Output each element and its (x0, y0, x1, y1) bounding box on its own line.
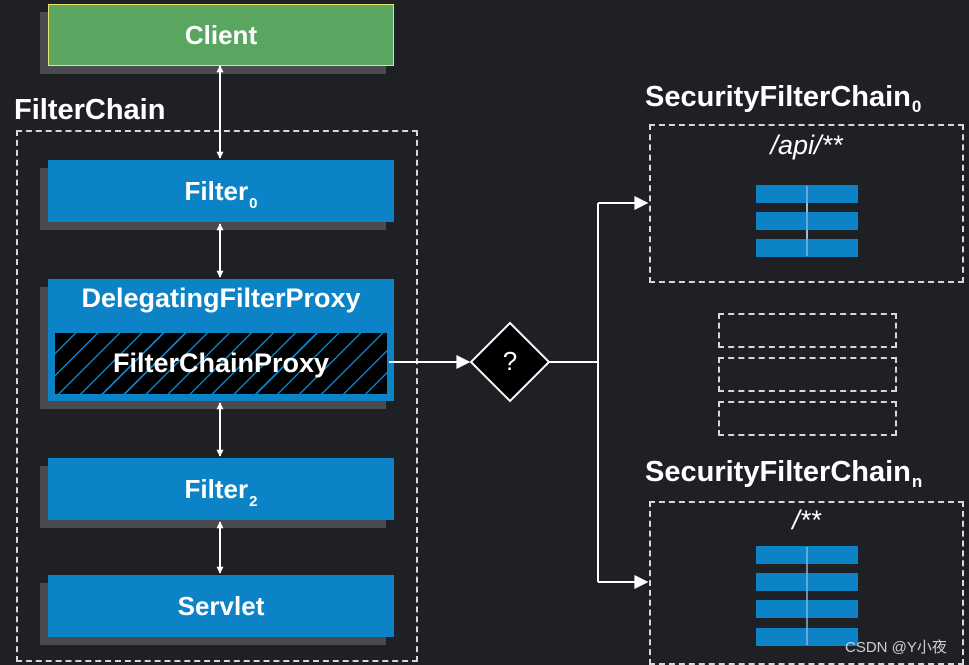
sfc0-title: SecurityFilterChain0 (645, 81, 922, 116)
filter-chain-proxy-label: FilterChainProxy (112, 348, 330, 378)
chain-placeholder-3 (718, 401, 897, 436)
sfcn-pattern: /** (792, 505, 821, 535)
sfcn-container (649, 501, 964, 665)
sfc0-filter-stack (756, 185, 858, 257)
filter2-label: Filter2 (184, 473, 258, 510)
filter0-label: Filter0 (184, 175, 258, 212)
filter2-box: Filter2 (48, 458, 394, 520)
sfcn-filter-stack (756, 546, 858, 646)
sfcn-title: SecurityFilterChainn (645, 456, 923, 491)
filterchain-title: FilterChain (14, 94, 166, 126)
sfc0-pattern: /api/** (770, 130, 843, 160)
sfc0-container (649, 124, 964, 283)
chain-placeholder-2 (718, 357, 897, 392)
delegating-filter-proxy-label: DelegatingFilterProxy (81, 283, 361, 313)
filter0-box: Filter0 (48, 160, 394, 222)
decision-diamond (469, 321, 551, 403)
client-label: Client (184, 19, 258, 50)
servlet-label: Servlet (177, 590, 265, 621)
servlet-box: Servlet (48, 575, 394, 637)
chain-placeholder-1 (718, 313, 897, 348)
watermark: CSDN @Y小夜 (845, 639, 947, 656)
filter-chain-proxy-box: FilterChainProxy (54, 332, 388, 395)
client-box: Client (48, 4, 394, 66)
decision-label: ? (502, 346, 518, 376)
